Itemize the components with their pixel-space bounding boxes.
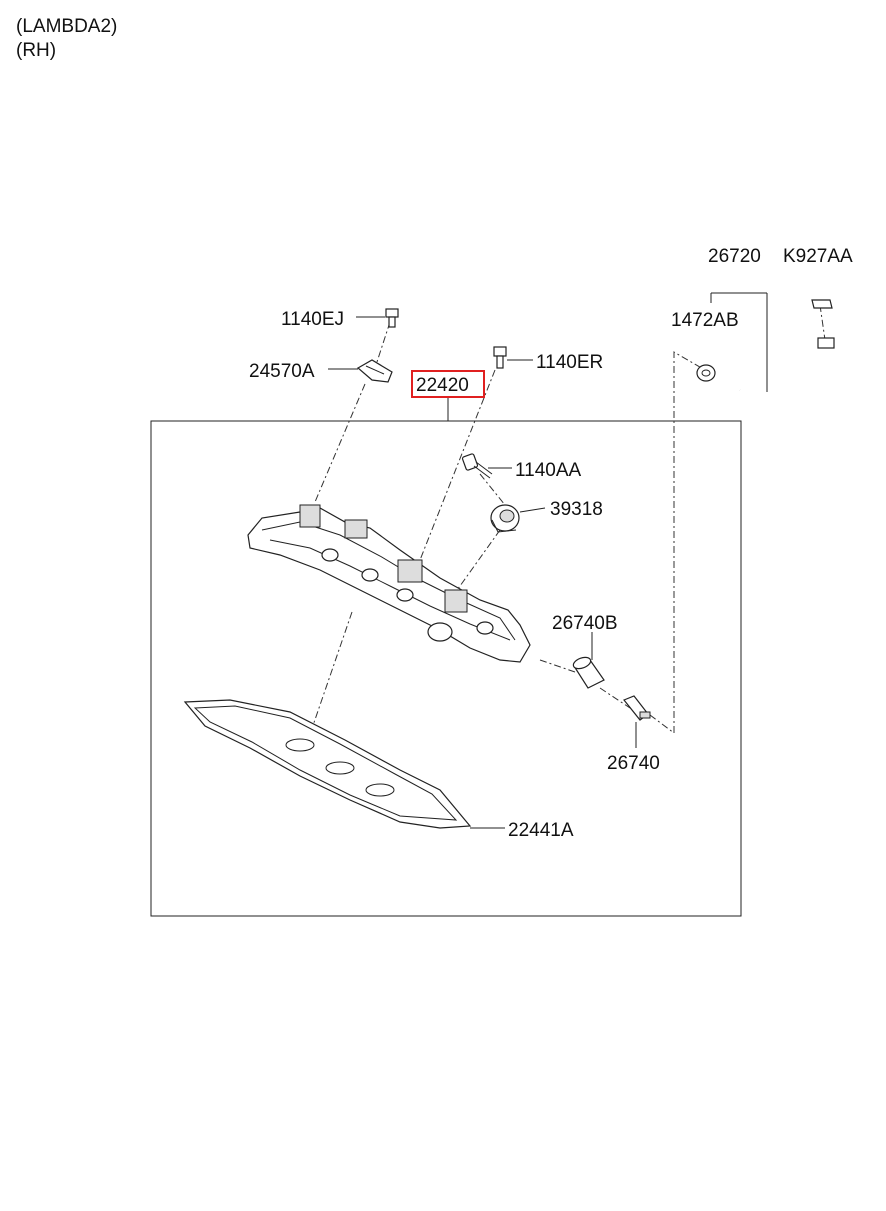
dash-24570A	[314, 383, 366, 503]
highlight-22420	[411, 370, 485, 398]
dash-1140AA	[479, 473, 506, 506]
pcv-hose-26720-icon	[737, 337, 835, 408]
label-1472AB[interactable]: 1472AB	[671, 310, 739, 331]
label-26740B[interactable]: 26740B	[552, 613, 618, 634]
diagram-side-label: (RH)	[16, 40, 57, 61]
label-1140EJ[interactable]: 1140EJ	[281, 309, 344, 330]
bolt-1140EJ-icon	[385, 308, 399, 328]
dash-K927AA	[819, 304, 826, 341]
label-1140AA[interactable]: 1140AA	[515, 460, 582, 481]
leader-39318	[519, 507, 546, 513]
dash-26740B	[539, 659, 576, 673]
label-1140ER[interactable]: 1140ER	[536, 352, 603, 373]
clip-K927AA-icon	[811, 299, 833, 309]
label-24570A[interactable]: 24570A	[249, 361, 315, 382]
bracket-26720	[710, 292, 768, 392]
label-26740[interactable]: 26740	[607, 753, 660, 774]
dash-26740-a	[599, 687, 631, 709]
oil-filler-seal-39318-icon	[490, 504, 520, 533]
diagram-variant-label: (LAMBDA2)	[16, 16, 118, 37]
gasket-22441A-icon	[183, 699, 472, 829]
pcv-valve-26740-icon	[623, 695, 651, 721]
label-K927AA[interactable]: K927AA	[783, 246, 853, 267]
bolt-1140ER-icon	[493, 346, 507, 369]
cylinder-head-cover-22420-icon	[247, 504, 531, 663]
bolt-1140AA-icon	[461, 453, 493, 479]
label-39318[interactable]: 39318	[550, 499, 603, 520]
label-26720[interactable]: 26720	[708, 246, 761, 267]
hose-clamp-1472AB-icon	[696, 364, 716, 382]
grommet-26740B-icon	[572, 656, 605, 689]
bracket-24570A-icon	[356, 359, 393, 383]
dash-hose-route	[649, 351, 706, 734]
label-22420[interactable]: 22420	[416, 375, 469, 396]
dash-1140EJ	[374, 321, 391, 369]
label-22441A[interactable]: 22441A	[508, 820, 574, 841]
assembly-frame	[150, 420, 742, 917]
dash-1140ER	[419, 369, 496, 561]
dash-22441A	[307, 611, 353, 741]
